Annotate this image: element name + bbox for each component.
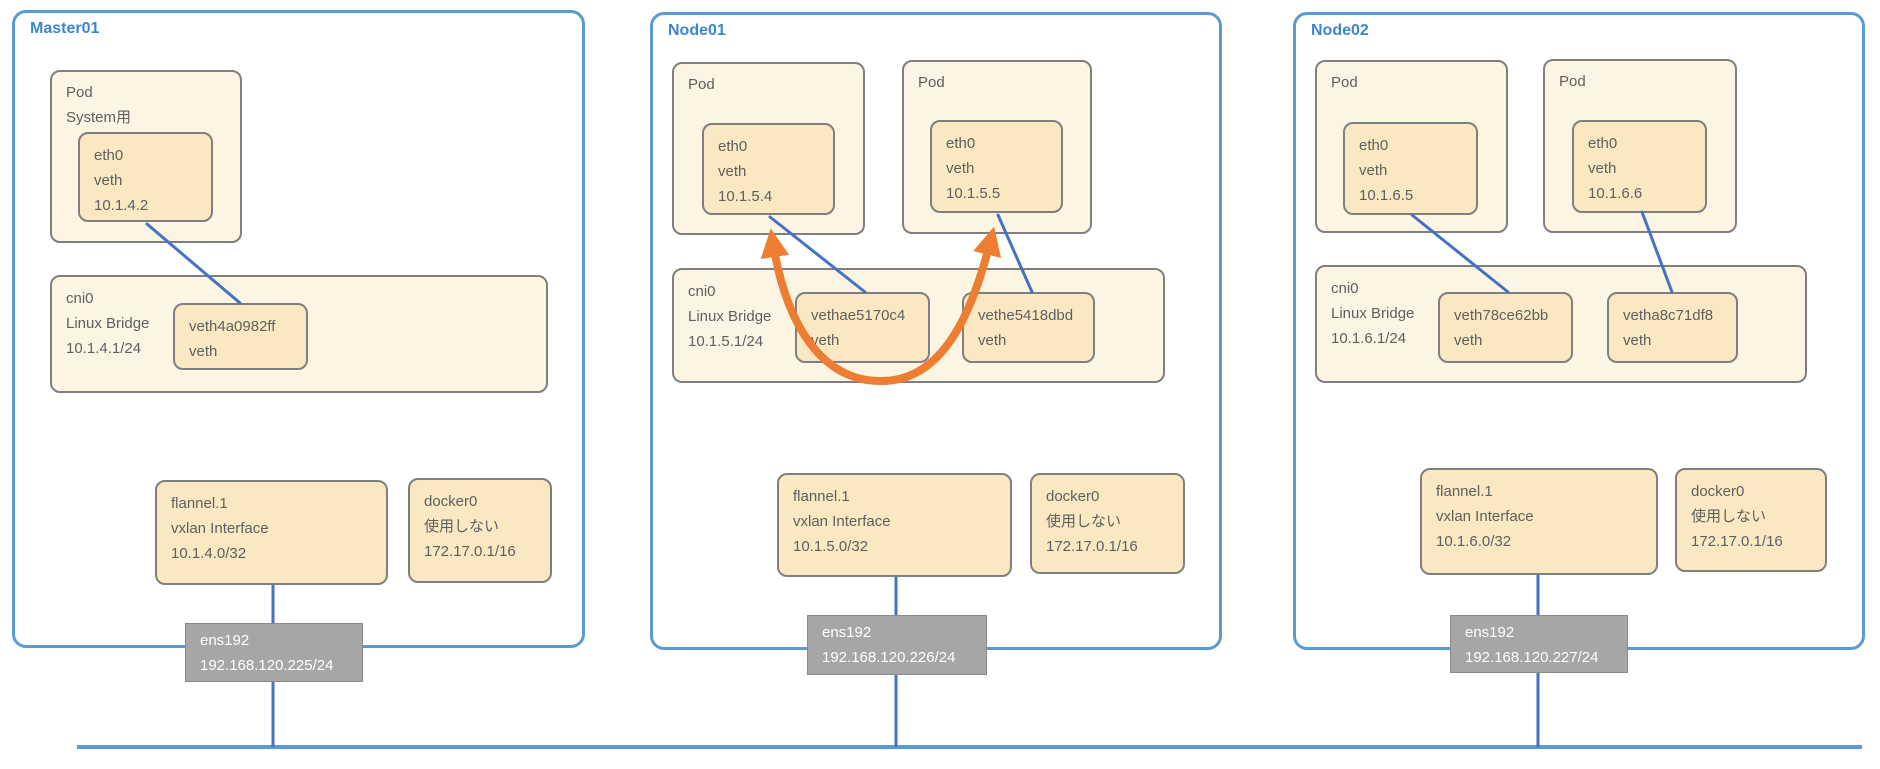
bridge-ip: 10.1.6.1/24 — [1331, 330, 1407, 347]
veth-type: veth — [189, 343, 218, 360]
docker-name: docker0 — [424, 493, 478, 510]
veth-name: vethae5170c4 — [811, 307, 906, 324]
veth-box: veth4a0982ff veth — [173, 303, 308, 370]
docker-note: 使用しない — [1046, 513, 1122, 530]
flannel-kind: vxlan Interface — [171, 520, 269, 537]
pod-eth-interface: eth0 veth 10.1.6.5 — [1343, 122, 1478, 215]
ens192-nic-box: ens192 192.168.120.225/24 — [185, 623, 363, 682]
veth-type: veth — [811, 332, 840, 349]
node-title: Node01 — [668, 22, 726, 39]
docker0-box: docker0 使用しない 172.17.0.1/16 — [408, 478, 552, 583]
node-title: Master01 — [30, 20, 100, 37]
veth-box: vethe5418dbd veth — [962, 292, 1095, 363]
eth-ip: 10.1.6.5 — [1359, 187, 1414, 204]
pod-label: Pod — [918, 74, 945, 91]
docker-ip: 172.17.0.1/16 — [424, 543, 516, 560]
flannel-ip: 10.1.4.0/32 — [171, 545, 247, 562]
pod-label: Pod — [1331, 74, 1358, 91]
flannel-kind: vxlan Interface — [793, 513, 891, 530]
eth-type: veth — [1359, 162, 1388, 179]
flannel-ip: 10.1.6.0/32 — [1436, 533, 1512, 550]
nic-ip: 192.168.120.226/24 — [822, 649, 956, 666]
nic-name: ens192 — [822, 624, 872, 641]
nic-ip: 192.168.120.227/24 — [1465, 649, 1599, 666]
pod-label: Pod — [66, 84, 93, 101]
bridge-ip: 10.1.5.1/24 — [688, 333, 764, 350]
pod-eth-interface: eth0 veth 10.1.5.5 — [930, 120, 1063, 213]
cni0-bridge-box: cni0 Linux Bridge 10.1.4.1/24 — [50, 275, 548, 393]
eth-ip: 10.1.5.5 — [946, 185, 1001, 202]
flannel-box: flannel.1 vxlan Interface 10.1.4.0/32 — [155, 480, 388, 585]
veth-type: veth — [1623, 332, 1652, 349]
veth-box: vethae5170c4 veth — [795, 292, 930, 363]
veth-name: veth78ce62bb — [1454, 307, 1549, 324]
pod-eth-interface: eth0 veth 10.1.4.2 — [78, 132, 213, 222]
veth-type: veth — [978, 332, 1007, 349]
docker-ip: 172.17.0.1/16 — [1046, 538, 1138, 555]
pod-eth-interface: eth0 veth 10.1.6.6 — [1572, 120, 1707, 213]
docker-note: 使用しない — [1691, 508, 1767, 525]
bridge-name: cni0 — [66, 290, 94, 307]
veth-name: vetha8c71df8 — [1623, 307, 1714, 324]
eth-type: veth — [94, 172, 123, 189]
veth-box: veth78ce62bb veth — [1438, 292, 1573, 363]
eth-name: eth0 — [94, 147, 124, 164]
veth-box: vetha8c71df8 veth — [1607, 292, 1738, 363]
bridge-kind: Linux Bridge — [1331, 305, 1415, 322]
veth-type: veth — [1454, 332, 1483, 349]
docker-name: docker0 — [1691, 483, 1745, 500]
docker-note: 使用しない — [424, 518, 500, 535]
docker-ip: 172.17.0.1/16 — [1691, 533, 1783, 550]
eth-name: eth0 — [718, 138, 748, 155]
pod-eth-interface: eth0 veth 10.1.5.4 — [702, 123, 835, 215]
flannel-ip: 10.1.5.0/32 — [793, 538, 869, 555]
ens192-nic-box: ens192 192.168.120.227/24 — [1450, 615, 1628, 673]
eth-ip: 10.1.4.2 — [94, 197, 149, 214]
eth-name: eth0 — [1588, 135, 1618, 152]
eth-type: veth — [946, 160, 975, 177]
flannel-name: flannel.1 — [1436, 483, 1493, 500]
pod-label: Pod — [1559, 73, 1586, 90]
eth-ip: 10.1.6.6 — [1588, 185, 1643, 202]
bridge-kind: Linux Bridge — [688, 308, 772, 325]
bridge-ip: 10.1.4.1/24 — [66, 340, 142, 357]
nic-name: ens192 — [1465, 624, 1515, 641]
node-title: Node02 — [1311, 22, 1369, 39]
eth-type: veth — [1588, 160, 1617, 177]
eth-type: veth — [718, 163, 747, 180]
docker-name: docker0 — [1046, 488, 1100, 505]
docker0-box: docker0 使用しない 172.17.0.1/16 — [1675, 468, 1827, 572]
docker0-box: docker0 使用しない 172.17.0.1/16 — [1030, 473, 1185, 574]
flannel-box: flannel.1 vxlan Interface 10.1.5.0/32 — [777, 473, 1012, 577]
nic-ip: 192.168.120.225/24 — [200, 657, 334, 674]
nic-name: ens192 — [200, 632, 250, 649]
bridge-kind: Linux Bridge — [66, 315, 150, 332]
eth-ip: 10.1.5.4 — [718, 188, 773, 205]
flannel-name: flannel.1 — [171, 495, 228, 512]
flannel-kind: vxlan Interface — [1436, 508, 1534, 525]
flannel-name: flannel.1 — [793, 488, 850, 505]
ens192-nic-box: ens192 192.168.120.226/24 — [807, 615, 987, 675]
eth-name: eth0 — [1359, 137, 1389, 154]
veth-name: vethe5418dbd — [978, 307, 1074, 324]
bridge-name: cni0 — [688, 283, 716, 300]
flannel-box: flannel.1 vxlan Interface 10.1.6.0/32 — [1420, 468, 1658, 575]
pod-sublabel: System用 — [66, 109, 132, 126]
veth-name: veth4a0982ff — [189, 318, 276, 335]
bridge-name: cni0 — [1331, 280, 1359, 297]
pod-label: Pod — [688, 76, 715, 93]
eth-name: eth0 — [946, 135, 976, 152]
